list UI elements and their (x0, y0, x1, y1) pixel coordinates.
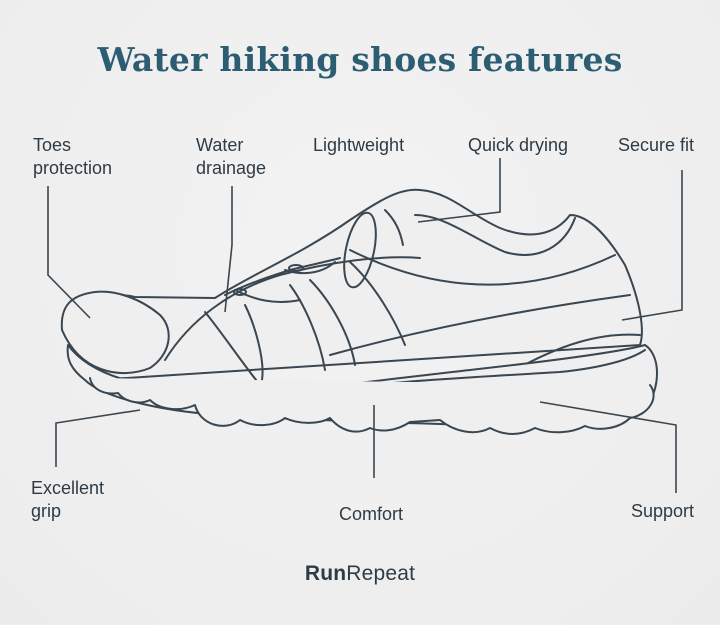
label-quick-drying: Quick drying (468, 135, 569, 155)
shoe-strap-3 (289, 284, 326, 371)
shoe-lace-3 (284, 261, 336, 275)
shoe-tongue-line (384, 209, 404, 246)
label-lightweight: Lightweight (313, 135, 405, 155)
label-comfort: Comfort (339, 504, 404, 524)
shoe-eyelet-1 (233, 288, 247, 296)
page-title: Water hiking shoes features (97, 40, 623, 79)
label-water-drainage: Water drainage (196, 135, 267, 178)
shoe-outsole (89, 377, 655, 435)
shoe-upper (67, 188, 643, 381)
label-excellent-grip: Excellent grip (31, 478, 105, 521)
shoe-lace-loop (343, 211, 377, 289)
shoe-collar-line (414, 214, 576, 256)
logo-part-run: Run (304, 562, 347, 585)
shoe-strap-4 (309, 279, 356, 366)
leader-quick-drying (417, 158, 501, 223)
logo-part-repeat: Repeat (346, 562, 416, 585)
shoe-panel-1 (164, 256, 421, 361)
shoe-strap-5 (349, 261, 406, 346)
shoe-strap-2 (244, 304, 264, 381)
shoe-toe-cap (60, 290, 170, 375)
shoe-strap-1 (204, 311, 261, 386)
runrepeat-logo: RunRepeat (0, 562, 720, 586)
shoe-panel-3 (329, 294, 631, 356)
shoe-panel-2 (349, 249, 616, 286)
shoe-lace-2 (234, 289, 301, 303)
label-support: Support (631, 501, 695, 521)
leader-support (539, 401, 677, 493)
leader-secure-fit (621, 170, 683, 321)
leader-water-drainage (224, 186, 233, 313)
label-toes-protection: Toes protection (33, 135, 113, 178)
leader-toes-protection (47, 186, 91, 319)
label-secure-fit: Secure fit (618, 135, 695, 155)
leader-excellent-grip (55, 409, 141, 467)
shoe-eyelet-2 (288, 264, 304, 272)
